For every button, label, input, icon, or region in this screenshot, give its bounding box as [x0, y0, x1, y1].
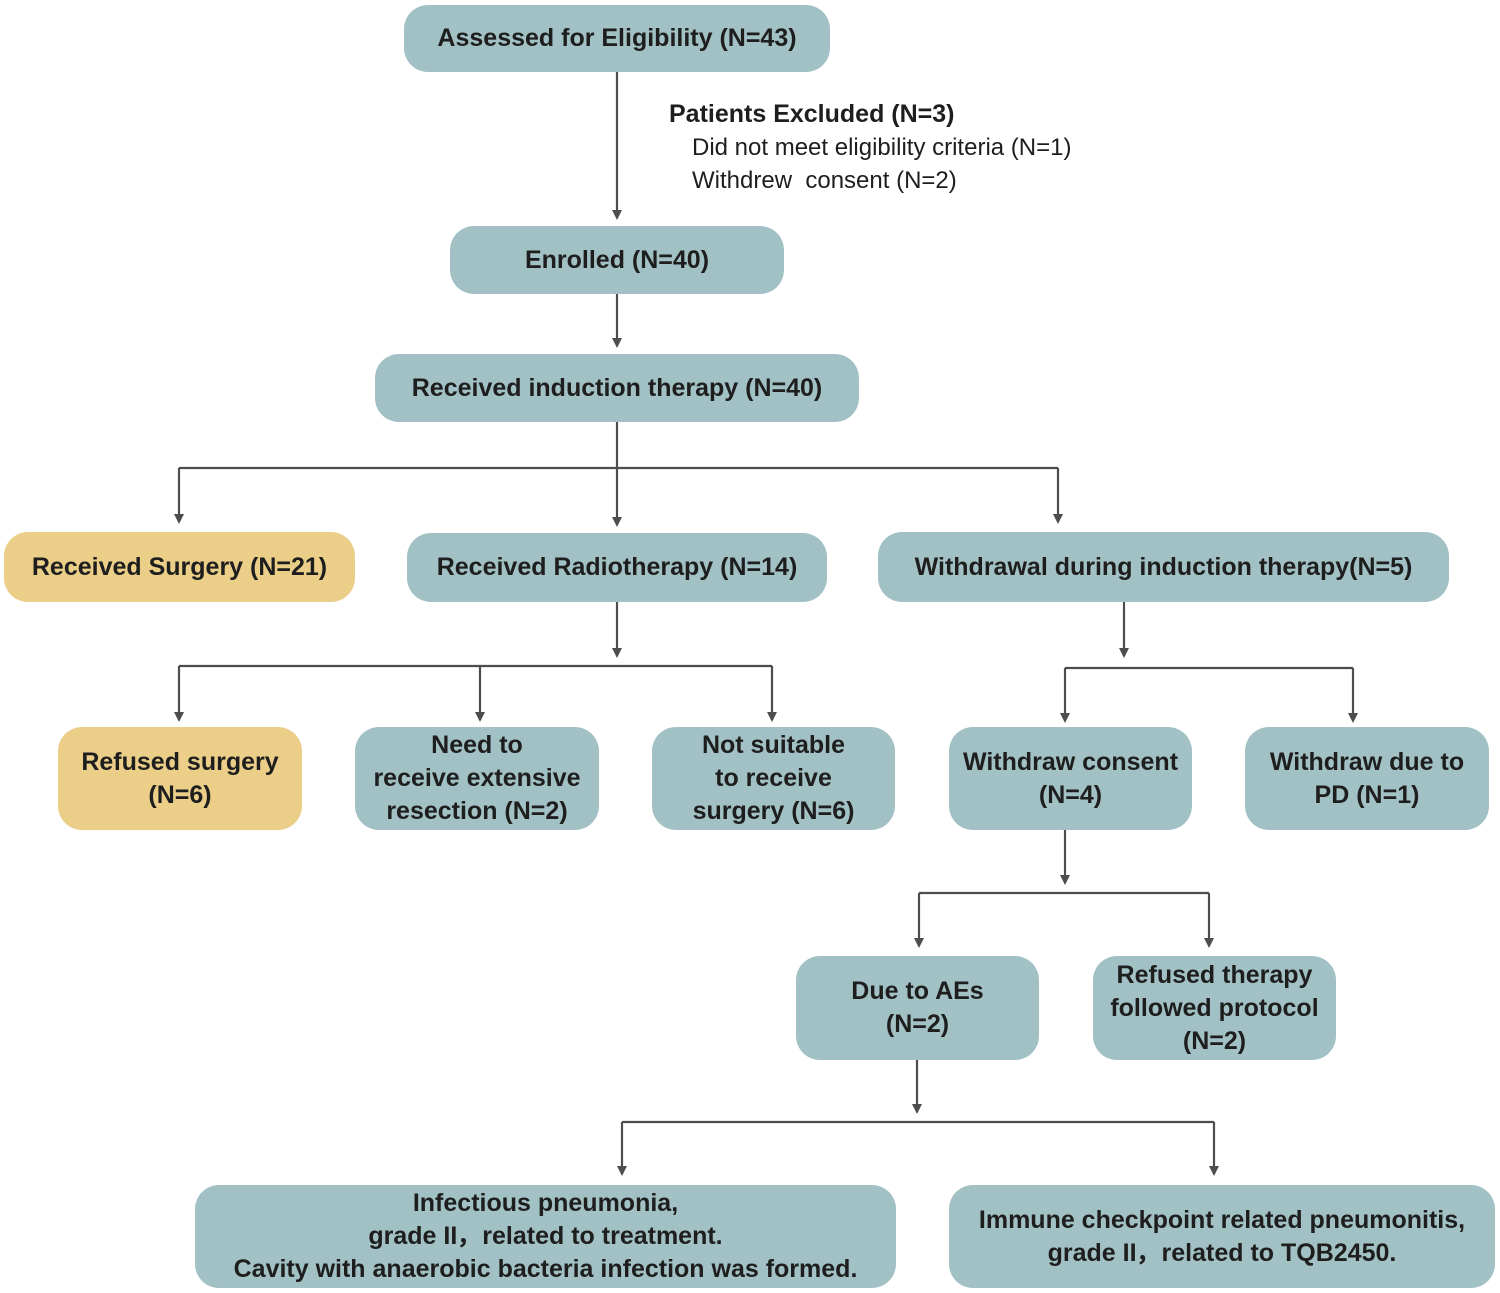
immune-pneumonitis-label: Immune checkpoint related pneumonitis, g…: [978, 1205, 1466, 1267]
not-suitable-label: Not suitable to receive surgery (N=6): [692, 731, 855, 825]
exclusion-item: Did not meet eligibility criteria (N=1): [692, 134, 1072, 161]
received-surgery-box: Received Surgery (N=21): [4, 532, 355, 602]
withdraw-pd-box: Withdraw due to PD (N=1): [1245, 727, 1489, 830]
due-to-aes-box: Due to AEs (N=2): [796, 956, 1039, 1060]
refused-therapy-box: Refused therapy followed protocol (N=2): [1093, 956, 1336, 1060]
extensive-resection-box: Need to receive extensive resection (N=2…: [355, 727, 599, 830]
induction-label: Received induction therapy (N=40): [411, 373, 823, 402]
withdraw-consent-label: Withdraw consent (N=4): [962, 747, 1179, 809]
withdraw-consent-box: Withdraw consent (N=4): [949, 727, 1192, 830]
refused-surgery-box: Refused surgery (N=6): [58, 727, 302, 830]
exclusion-title: Patients Excluded (N=3): [669, 100, 955, 128]
due-to-aes-label: Due to AEs (N=2): [851, 977, 984, 1038]
induction-therapy-box: Received induction therapy (N=40): [375, 354, 859, 422]
received-radiotherapy-box: Received Radiotherapy (N=14): [407, 533, 827, 602]
assessed-for-eligibility-box: Assessed for Eligibility (N=43): [404, 5, 830, 72]
infectious-pneumonia-box: Infectious pneumonia, grade II，related t…: [195, 1185, 896, 1288]
refused-surgery-label: Refused surgery (N=6): [81, 747, 279, 809]
infectious-pneumonia-label: Infectious pneumonia, grade II，related t…: [233, 1189, 858, 1283]
assessed-label: Assessed for Eligibility (N=43): [437, 24, 797, 52]
withdrawal-label: Withdrawal during induction therapy(N=5): [914, 552, 1413, 581]
surgery-label: Received Surgery (N=21): [31, 552, 328, 581]
enrolled-box: Enrolled (N=40): [450, 226, 784, 294]
enrolled-label: Enrolled (N=40): [524, 245, 710, 274]
radiotherapy-label: Received Radiotherapy (N=14): [436, 553, 798, 581]
immune-pneumonitis-box: Immune checkpoint related pneumonitis, g…: [949, 1185, 1495, 1288]
extensive-resection-label: Need to receive extensive resection (N=2…: [373, 731, 581, 825]
withdraw-pd-label: Withdraw due to PD (N=1): [1269, 747, 1465, 809]
exclusion-item: Withdrew consent (N=2): [692, 167, 957, 194]
refused-therapy-label: Refused therapy followed protocol (N=2): [1110, 960, 1319, 1055]
not-suitable-box: Not suitable to receive surgery (N=6): [652, 727, 895, 830]
exclusion-note: Patients Excluded (N=3) Did not meet eli…: [669, 97, 1071, 197]
withdrawal-box: Withdrawal during induction therapy(N=5): [878, 532, 1449, 602]
